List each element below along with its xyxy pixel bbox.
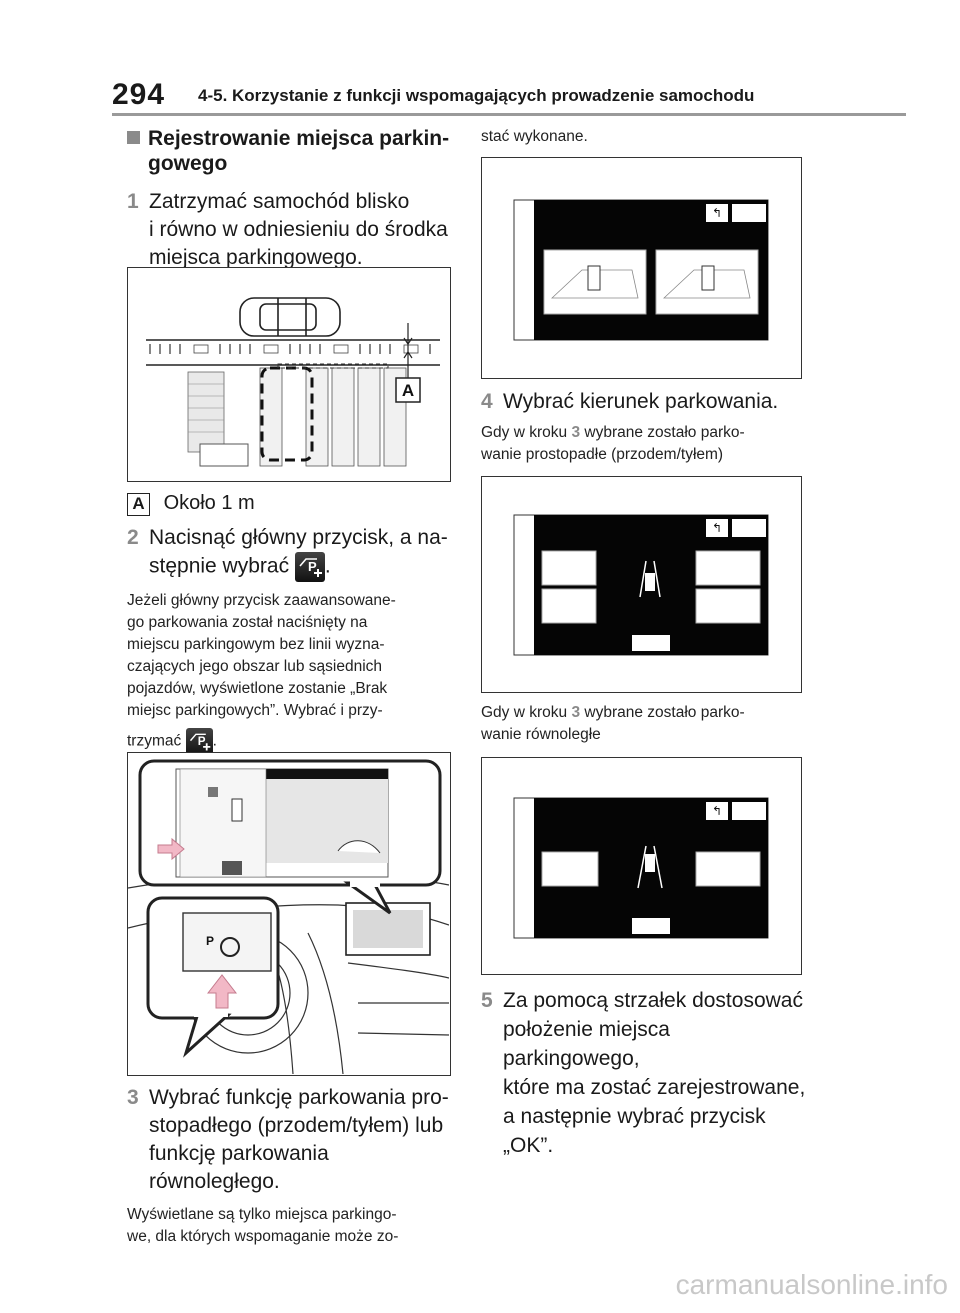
step-5: 5 Za pomocą strzałek dostosować położeni… — [481, 989, 806, 1157]
step-3: 3 Wybrać funkcję parkowania pro- stopadł… — [127, 1086, 449, 1193]
section-title: 4-5. Korzystanie z funkcji wspomagającyc… — [198, 86, 755, 105]
watermark: carmanualsonline.info — [675, 1269, 948, 1300]
svg-text:P: P — [308, 559, 317, 574]
label-a: A — [402, 381, 414, 400]
step-2: 2 Nacisnąć główny przycisk, a na- stępni… — [127, 524, 457, 582]
svg-text:↰: ↰ — [712, 804, 722, 818]
page-number: 294 — [112, 78, 166, 111]
parking-mode-screen: ↰ — [481, 157, 802, 379]
square-bullet-icon — [127, 131, 140, 144]
svg-text:P: P — [197, 735, 205, 748]
legend-a: A Około 1 m — [127, 490, 457, 516]
note-3: Gdy w kroku 3 wybrane zostało parko- wan… — [481, 424, 745, 463]
perpendicular-direction-screen: ↰ — [481, 476, 802, 693]
continued-text: stać wykonane. — [481, 128, 588, 145]
car-top-view — [239, 297, 341, 337]
note-4: Gdy w kroku 3 wybrane zostało parko- wan… — [481, 704, 745, 743]
parallel-direction-screen: ↰ — [481, 757, 802, 975]
parking-diagram: A — [127, 267, 451, 482]
step-4: 4 Wybrać kierunek parkowania. — [481, 390, 779, 413]
header-rule — [112, 113, 906, 116]
dashboard-illustration: P — [127, 752, 451, 1076]
svg-text:↰: ↰ — [712, 206, 722, 220]
register-parking-icon: P — [294, 552, 325, 582]
svg-text:P: P — [206, 934, 214, 948]
svg-text:↰: ↰ — [712, 521, 722, 535]
note-1: Jeżeli główny przycisk zaawansowane- go … — [127, 590, 457, 755]
register-parking-icon: P — [185, 728, 213, 755]
section-heading: Rejestrowanie miejsca parkin- gowego — [127, 126, 457, 176]
note-2: Wyświetlane są tylko miejsca parkingo- w… — [127, 1206, 399, 1245]
step-1: 1 Zatrzymać samochód blisko i równo w od… — [127, 190, 448, 269]
